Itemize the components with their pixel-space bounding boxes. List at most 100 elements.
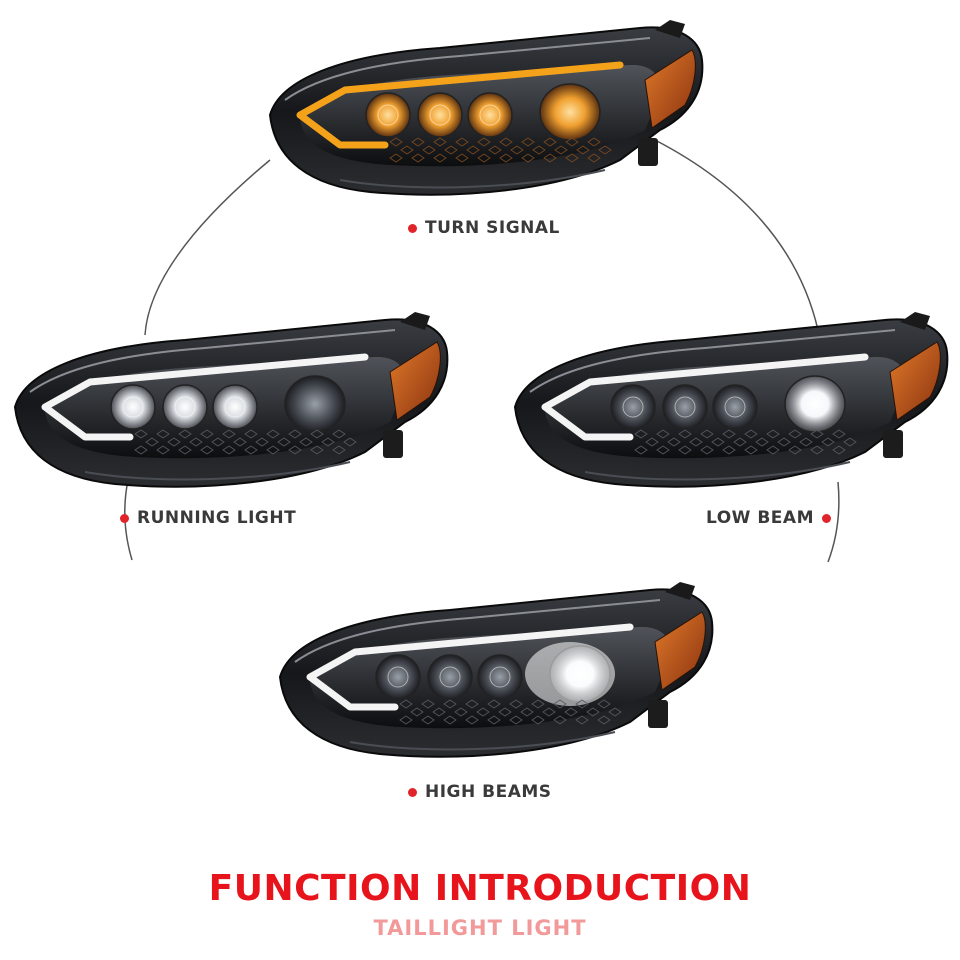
honeycomb-cell <box>156 445 170 455</box>
honeycomb-cell <box>744 429 758 439</box>
honeycomb-cell <box>575 715 589 725</box>
honeycomb-cell <box>542 707 556 717</box>
honeycomb-cell <box>531 699 545 709</box>
honeycomb-cell <box>597 715 611 725</box>
honeycomb-cell <box>321 437 335 447</box>
lens-ring <box>724 396 746 418</box>
honeycomb-cell <box>634 445 648 455</box>
honeycomb-cell <box>832 429 846 439</box>
honeycomb-cell <box>200 429 214 439</box>
honeycomb-cell <box>178 445 192 455</box>
honeycomb-cell <box>189 437 203 447</box>
honeycomb-cell <box>411 137 425 147</box>
honeycomb-cell <box>777 437 791 447</box>
honeycomb-cell <box>510 145 524 155</box>
honeycomb-cell <box>509 699 523 709</box>
honeycomb-cell <box>520 707 534 717</box>
honeycomb-cell <box>521 137 535 147</box>
honeycomb-cell <box>498 707 512 717</box>
honeycomb-cell <box>465 699 479 709</box>
honeycomb-cell <box>678 429 692 439</box>
lens-ring <box>674 396 696 418</box>
lens-ring <box>489 666 511 688</box>
honeycomb-cell <box>443 699 457 709</box>
headlight-high-beams <box>278 582 714 758</box>
projector-lens <box>477 654 523 700</box>
honeycomb-cell <box>454 707 468 717</box>
honeycomb-cell <box>299 437 313 447</box>
projector-lens <box>212 384 258 430</box>
projector-lens <box>712 384 758 430</box>
honeycomb-cell <box>487 715 501 725</box>
side-marker <box>644 49 696 129</box>
honeycomb-cell <box>466 145 480 155</box>
honeycomb-cell <box>399 699 413 709</box>
honeycomb-cell <box>586 707 600 717</box>
honeycomb-cell <box>455 137 469 147</box>
honeycomb-cell <box>233 437 247 447</box>
honeycomb-cell <box>810 429 824 439</box>
label-turn-signal: TURN SIGNAL <box>408 218 560 238</box>
honeycomb-cell <box>421 715 435 725</box>
honeycomb-cell <box>531 715 545 725</box>
mount-tab <box>655 20 685 38</box>
honeycomb-cell <box>255 437 269 447</box>
honeycomb-cell <box>433 137 447 147</box>
lower-trim <box>84 461 351 481</box>
honeycomb-cell <box>465 715 479 725</box>
connector-arc-right <box>654 139 819 331</box>
honeycomb-cell <box>156 429 170 439</box>
honeycomb-cell <box>455 153 469 163</box>
honeycomb-cell <box>553 715 567 725</box>
honeycomb-cell <box>532 145 546 155</box>
chrome-edge <box>294 599 661 663</box>
honeycomb-cell <box>843 437 857 447</box>
honeycomb-cell <box>564 707 578 717</box>
honeycomb-cell <box>553 699 567 709</box>
headlight-running-light <box>13 312 449 488</box>
honeycomb-cell <box>211 437 225 447</box>
honeycomb-cell <box>244 429 258 439</box>
honeycomb-cell <box>422 145 436 155</box>
honeycomb-cell <box>332 429 346 439</box>
label-high-beams-text: HIGH BEAMS <box>425 782 552 802</box>
honeycomb-cell <box>488 145 502 155</box>
honeycomb-cell <box>421 699 435 709</box>
honeycomb-cell <box>266 445 280 455</box>
honeycomb-cell <box>509 715 523 725</box>
mount-tab <box>400 312 430 330</box>
projector-lens <box>375 654 421 700</box>
label-high-beams: HIGH BEAMS <box>408 782 552 802</box>
honeycomb-cell <box>288 445 302 455</box>
honeycomb-cell <box>755 437 769 447</box>
honeycomb-cell <box>543 137 557 147</box>
honeycomb-cell <box>266 429 280 439</box>
honeycomb-cell <box>821 437 835 447</box>
projector-lens <box>427 654 473 700</box>
side-marker <box>654 611 706 691</box>
honeycomb-cell <box>700 445 714 455</box>
drl-strip <box>296 61 624 149</box>
mount-tab <box>665 582 695 600</box>
honeycomb-cell <box>608 707 622 717</box>
honeycomb-cell <box>433 153 447 163</box>
honeycomb-cell <box>343 437 357 447</box>
honeycomb-cell <box>678 445 692 455</box>
projector-lens <box>417 92 463 138</box>
main-projector <box>539 83 601 141</box>
honeycomb-cell <box>634 429 648 439</box>
lens-ring <box>174 396 196 418</box>
lens-ring <box>377 104 399 126</box>
honeycomb-cell <box>565 137 579 147</box>
honeycomb-cell <box>766 445 780 455</box>
red-dot-icon <box>408 223 417 233</box>
honeycomb-cell <box>711 437 725 447</box>
lower-trim <box>349 731 616 751</box>
honeycomb-cell <box>722 429 736 439</box>
high-beam-glow <box>525 642 615 706</box>
honeycomb-cell <box>477 137 491 147</box>
chrome-edge <box>529 329 896 393</box>
honeycomb-cell <box>521 153 535 163</box>
honeycomb-cell <box>587 153 601 163</box>
